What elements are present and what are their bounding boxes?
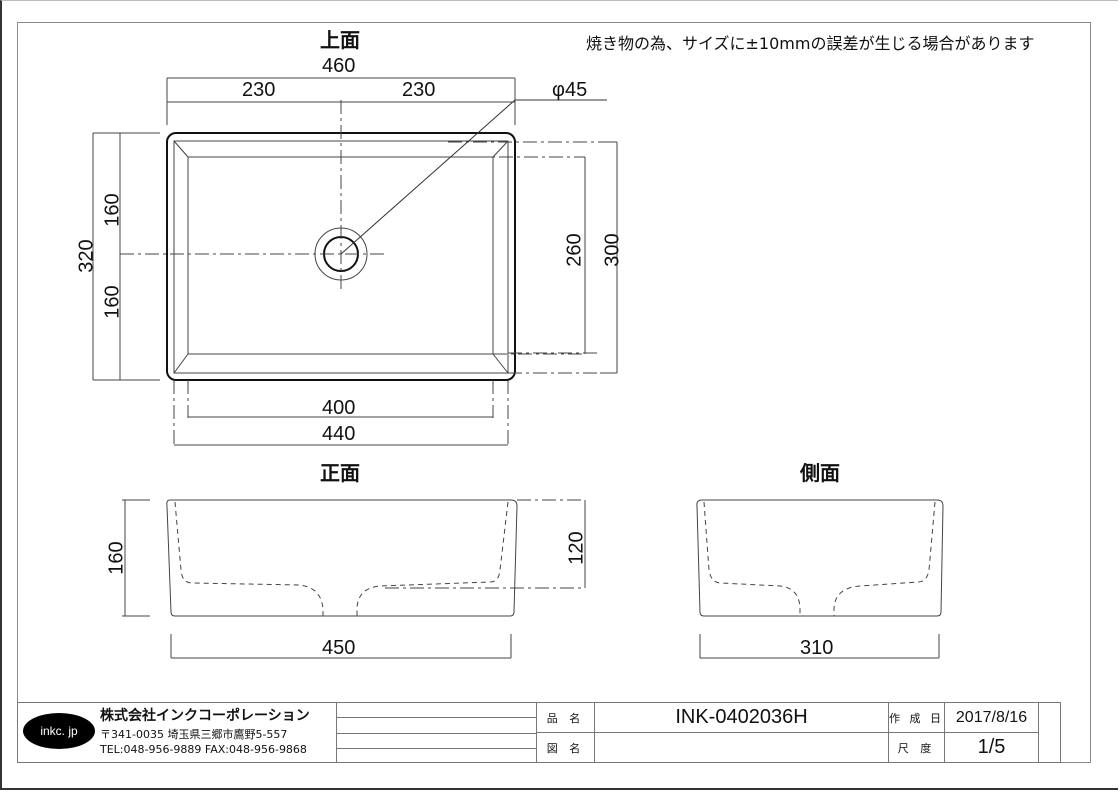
top-view-title: 上面 <box>320 28 360 52</box>
company-contact: TEL:048-956-9889 FAX:048-956-9868 <box>100 743 307 756</box>
front-view-title: 正面 <box>320 461 360 485</box>
dim-rim-depth: 300 <box>601 233 624 267</box>
drawing-name-label: 図 名 <box>546 741 585 755</box>
company-address: 〒341-0035 埼玉県三郷市鷹野5-557 <box>100 728 288 741</box>
drawing-name-label-cell: 図 名 <box>537 733 595 763</box>
dim-overall-depth: 320 <box>75 239 98 273</box>
company-cell <box>17 703 337 763</box>
product-name-cell: INK-0402036H <box>595 703 889 733</box>
center-lines <box>120 100 600 445</box>
company-name: 株式会社インクコーポレーション <box>100 708 310 724</box>
company-logo: inkc. jp <box>23 713 95 749</box>
created-date-cell: 2017/8/16 <box>945 703 1039 733</box>
drawing-name-cell <box>595 733 889 763</box>
created-label-cell: 作 成 日 <box>889 703 945 733</box>
dim-bowl-depth: 120 <box>565 531 588 565</box>
title-block: 品 名 INK-0402036H 図 名 作 成 日 2017/8/16 尺 度… <box>17 702 1061 763</box>
dim-front-width: 450 <box>322 637 356 659</box>
scale-label-cell: 尺 度 <box>889 733 945 763</box>
product-name-label: 品 名 <box>546 711 585 725</box>
dim-overall-width: 460 <box>322 55 356 77</box>
created-label: 作 成 日 <box>889 711 944 725</box>
scale-value: 1/5 <box>977 736 1006 758</box>
scale-label: 尺 度 <box>897 741 936 755</box>
dim-half-left: 230 <box>242 79 276 101</box>
dim-inner-width: 400 <box>322 397 356 419</box>
dim-rim-width: 440 <box>322 423 356 445</box>
side-view-title: 側面 <box>800 461 840 485</box>
front-view-outline <box>122 499 586 659</box>
product-name-label-cell: 品 名 <box>537 703 595 733</box>
dim-half-right: 230 <box>402 79 436 101</box>
logo-text: inkc. jp <box>40 724 78 738</box>
dim-front-height: 160 <box>105 541 128 575</box>
blank-cell <box>337 703 537 763</box>
tolerance-note: 焼き物の為、サイズに±10mmの誤差が生じる場合があります <box>586 34 1035 53</box>
scale-cell: 1/5 <box>945 733 1039 763</box>
created-date: 2017/8/16 <box>955 708 1028 726</box>
side-view-outline <box>696 499 944 659</box>
product-name: INK-0402036H <box>675 706 808 728</box>
dim-half-top: 160 <box>101 193 124 227</box>
dim-half-bottom: 160 <box>101 285 124 319</box>
top-dimension-lines <box>92 77 618 446</box>
empty-cell <box>1039 703 1061 763</box>
dim-inner-depth: 260 <box>563 233 586 267</box>
dim-side-width: 310 <box>800 637 834 659</box>
dim-drain-diameter: φ45 <box>552 79 588 101</box>
